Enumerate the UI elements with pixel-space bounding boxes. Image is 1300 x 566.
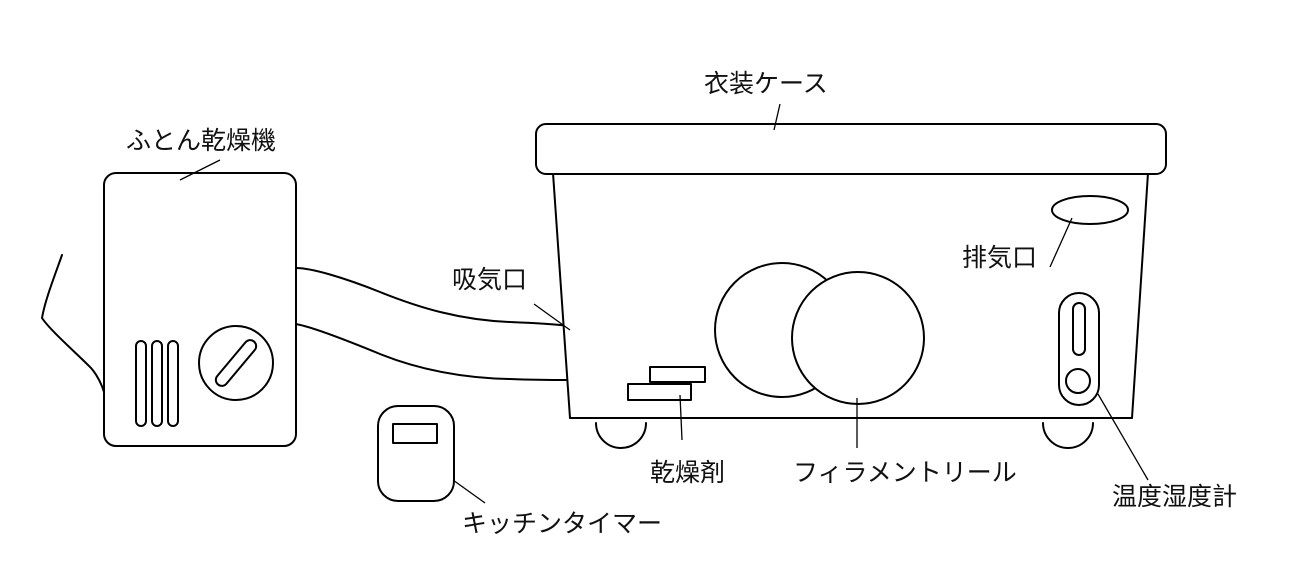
leader-desiccant xyxy=(679,394,683,441)
leader-kitchen-timer xyxy=(452,479,486,504)
label-thermo-hygrometer: 温度湿度計 xyxy=(1112,482,1237,511)
clothes-case-lid xyxy=(535,123,1167,175)
exhaust-port xyxy=(1051,195,1129,225)
left-caster xyxy=(595,422,647,449)
desiccant-packs xyxy=(627,366,706,401)
label-filament-reel: フィラメントリール xyxy=(793,458,1017,487)
label-kitchen-timer: キッチンタイマー xyxy=(462,509,662,538)
label-desiccant: 乾燥剤 xyxy=(650,458,725,487)
leader-futon-dryer xyxy=(179,159,221,181)
kitchen-timer-display xyxy=(392,423,438,444)
leader-thermo-hygrometer xyxy=(1097,393,1149,481)
futon-dryer-body xyxy=(103,172,297,447)
leader-lines xyxy=(179,103,1149,504)
filament-reels xyxy=(714,262,925,405)
label-exhaust: 排気口 xyxy=(962,243,1037,272)
clothes-case xyxy=(535,123,1167,449)
kitchen-timer-body xyxy=(377,405,455,502)
labels: ふとん乾燥機 衣装ケース 吸気口 排気口 乾燥剤 フィラメントリール 温度湿度計… xyxy=(126,69,1237,538)
kitchen-timer xyxy=(377,405,455,502)
power-cord xyxy=(41,254,105,393)
right-caster xyxy=(1042,422,1094,449)
air-hose xyxy=(295,267,571,381)
dryer-dial-knob[interactable] xyxy=(198,325,274,401)
thermo-hygrometer xyxy=(1058,292,1100,406)
leader-exhaust xyxy=(1049,217,1073,268)
futon-dryer xyxy=(41,172,297,447)
vent-slots xyxy=(135,340,179,427)
leader-clothes-case xyxy=(773,103,781,131)
leader-intake xyxy=(533,303,571,331)
label-intake: 吸気口 xyxy=(452,265,527,294)
label-clothes-case: 衣装ケース xyxy=(704,69,828,98)
label-futon-dryer: ふとん乾燥機 xyxy=(126,126,276,155)
